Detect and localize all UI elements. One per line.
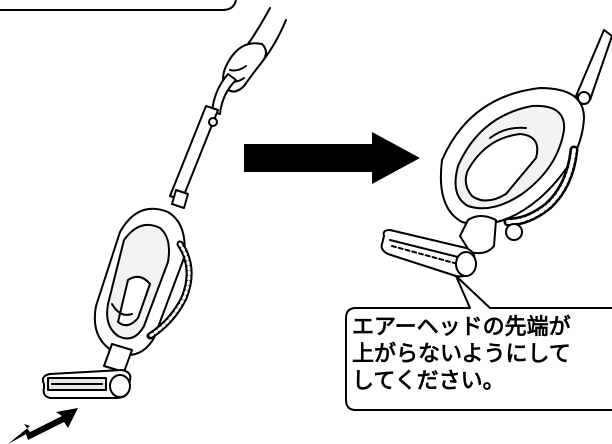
left-vacuum-illustration bbox=[41, 7, 287, 399]
right-arrow-icon bbox=[244, 132, 420, 184]
callout-text: エアーヘッドの先端が 上がらないようにして してください。 bbox=[352, 314, 612, 395]
top-box-edge bbox=[0, 0, 237, 11]
double-arrow-icon bbox=[8, 408, 78, 444]
callout-line-3: してください。 bbox=[352, 369, 505, 394]
right-vacuum-illustration bbox=[380, 29, 612, 278]
callout-bubble bbox=[345, 275, 612, 411]
callout-line-1: エアーヘッドの先端が bbox=[352, 315, 571, 340]
callout-line-2: 上がらないようにして bbox=[352, 342, 571, 367]
